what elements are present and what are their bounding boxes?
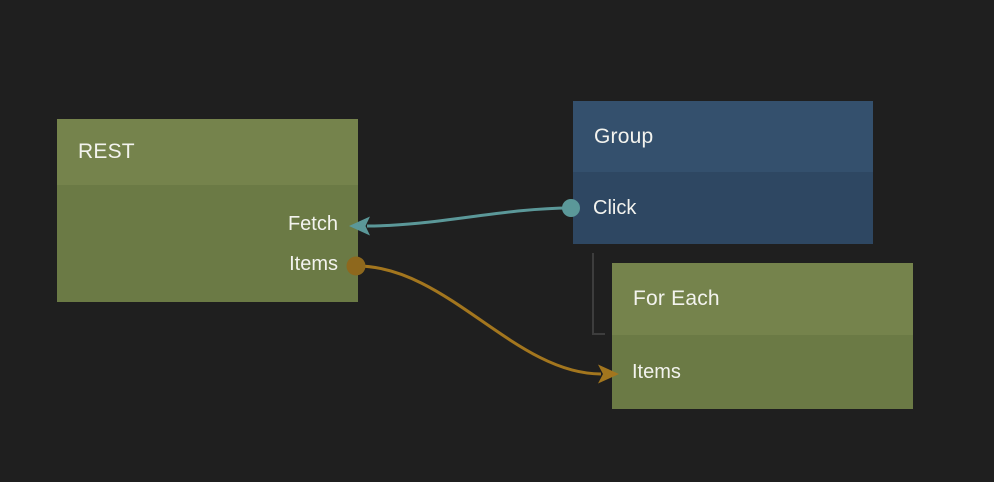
port-foreach-items-label: Items <box>632 361 681 383</box>
port-rest-fetch-label: Fetch <box>287 212 338 235</box>
node-rest-body: Fetch Items <box>57 185 358 302</box>
node-rest-title: REST <box>78 140 135 163</box>
port-group-click-label: Click <box>593 197 637 219</box>
port-rest-fetch[interactable]: Fetch <box>57 204 358 244</box>
node-group-body: Click <box>573 172 873 244</box>
node-group[interactable]: Group Click <box>573 101 873 244</box>
port-group-click[interactable]: Click <box>573 188 873 228</box>
edge-wire[interactable] <box>356 264 602 376</box>
node-group-header[interactable]: Group <box>573 101 873 172</box>
node-foreach[interactable]: For Each Items <box>612 263 913 409</box>
port-rest-items[interactable]: Items <box>57 244 358 284</box>
group-child-link-line <box>592 253 605 335</box>
node-foreach-body: Items <box>612 335 913 409</box>
port-rest-items-label: Items <box>289 252 338 275</box>
node-foreach-title: For Each <box>633 287 720 310</box>
node-rest-header[interactable]: REST <box>57 119 358 185</box>
port-foreach-items[interactable]: Items <box>612 352 913 392</box>
node-foreach-header[interactable]: For Each <box>612 263 913 335</box>
edge-rest-items-to-foreach-items[interactable] <box>346 256 620 384</box>
node-group-title: Group <box>594 124 654 148</box>
node-rest[interactable]: REST Fetch Items <box>57 119 358 302</box>
edge-wire[interactable] <box>366 206 572 228</box>
edge-group-click-to-rest-fetch[interactable] <box>349 199 580 236</box>
